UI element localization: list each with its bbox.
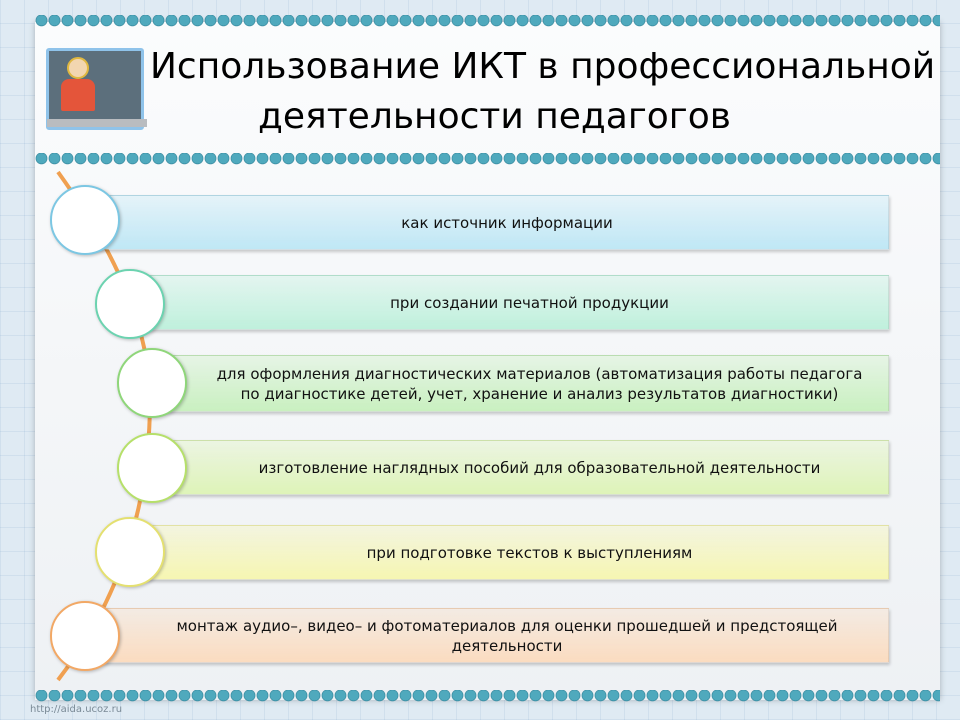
marker-circle xyxy=(117,433,187,503)
marker-circle xyxy=(50,601,120,671)
teacher-illustration xyxy=(46,48,147,130)
list-item: изготовление наглядных пособий для образ… xyxy=(150,440,889,495)
marker-circle xyxy=(117,348,187,418)
marker-circle xyxy=(95,517,165,587)
list-item-text: при создании печатной продукции xyxy=(390,293,669,312)
list-item: при создании печатной продукции xyxy=(130,275,889,330)
list-item-text: как источник информации xyxy=(401,213,613,232)
list-item-text: монтаж аудио–, видео– и фотоматериалов д… xyxy=(176,616,838,655)
list-item: для оформления диагностических материало… xyxy=(150,355,889,412)
watermark: http://aida.ucoz.ru xyxy=(30,704,123,715)
marker-circle xyxy=(50,185,120,255)
bead-border-top xyxy=(35,15,940,27)
bead-border-bottom xyxy=(35,690,940,702)
title-line-2: деятельности педагогов xyxy=(258,96,731,137)
bead-border-title xyxy=(35,153,940,165)
list-item: монтаж аудио–, видео– и фотоматериалов д… xyxy=(85,608,889,663)
list-item: как источник информации xyxy=(85,195,889,250)
list-item-text: для оформления диагностических материало… xyxy=(216,364,863,403)
title-line-1: Использование ИКТ в профессиональной xyxy=(150,46,936,87)
list-item-text: изготовление наглядных пособий для образ… xyxy=(258,458,821,477)
list-item-text: при подготовке текстов к выступлениям xyxy=(366,543,693,562)
list-item: при подготовке текстов к выступлениям xyxy=(130,525,889,580)
marker-circle xyxy=(95,269,165,339)
